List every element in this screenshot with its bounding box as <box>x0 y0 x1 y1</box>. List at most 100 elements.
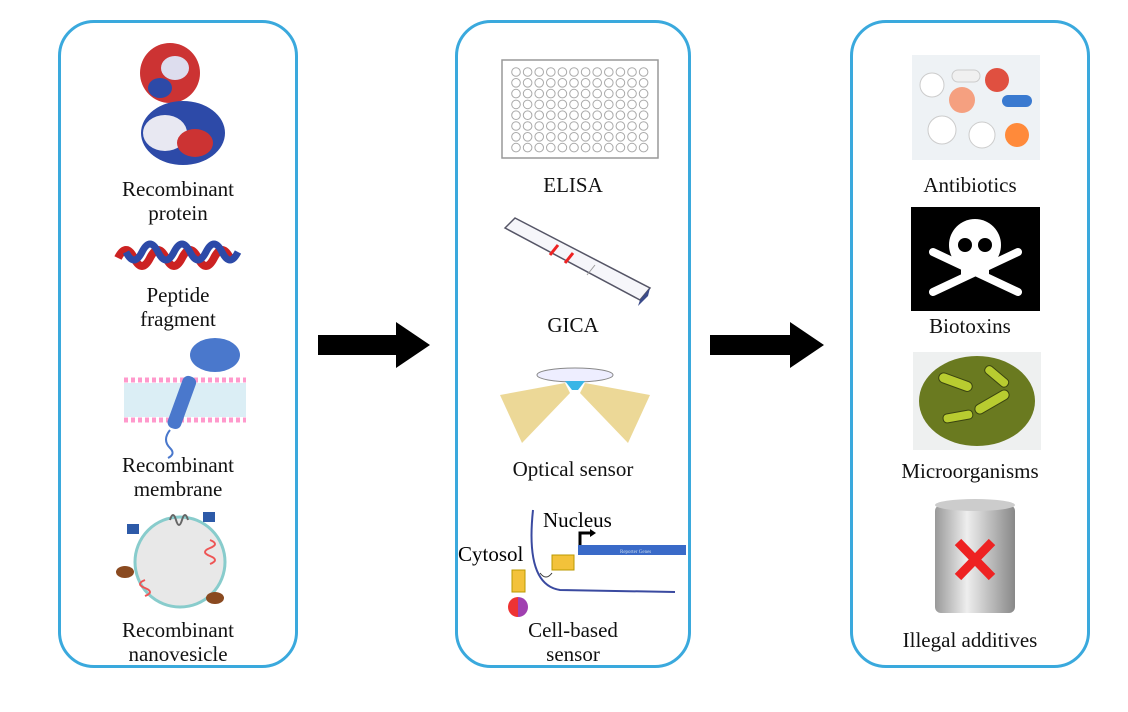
well <box>615 142 626 153</box>
well <box>627 88 637 99</box>
well <box>546 67 556 77</box>
skull-crossbones-icon <box>911 207 1040 311</box>
nucleus-label: Nucleus <box>543 508 612 532</box>
label-line: Peptide <box>146 283 210 307</box>
label-optical-sensor: Optical sensor <box>512 457 634 481</box>
label-line: sensor <box>546 642 600 666</box>
peptide-helix-icon <box>114 240 242 270</box>
well <box>615 121 626 131</box>
well <box>511 78 521 88</box>
well <box>627 142 637 153</box>
well <box>615 67 626 77</box>
receptor-panel <box>58 20 298 668</box>
well <box>522 142 533 153</box>
well <box>615 132 626 142</box>
arrow-right-icon <box>710 322 824 368</box>
well <box>569 121 579 131</box>
well <box>627 132 637 142</box>
label-line: Recombinant <box>122 453 234 477</box>
well <box>557 142 568 153</box>
well <box>627 78 637 88</box>
well <box>615 110 626 121</box>
well <box>638 67 649 77</box>
well <box>638 132 649 142</box>
well <box>511 142 521 153</box>
well <box>546 78 556 88</box>
well <box>522 88 533 99</box>
well <box>604 121 614 131</box>
label-antibiotics: Antibiotics <box>923 173 1017 197</box>
well <box>627 110 637 121</box>
arrow-right-icon <box>318 322 430 368</box>
well <box>592 121 602 131</box>
well <box>569 142 579 153</box>
well <box>534 132 545 142</box>
well <box>627 99 637 110</box>
label-illegal-additives: Illegal additives <box>902 628 1038 652</box>
well <box>534 142 545 153</box>
well <box>534 88 545 99</box>
label-line: Recombinant <box>122 177 234 201</box>
well <box>511 99 521 110</box>
label-line: nanovesicle <box>128 642 228 666</box>
label-elisa: ELISA <box>543 173 603 197</box>
reporter-genes-text: Reporter Genes <box>620 550 651 555</box>
well <box>522 132 533 142</box>
well <box>557 78 568 88</box>
well <box>511 88 521 99</box>
well <box>534 78 545 88</box>
well <box>557 67 568 77</box>
well <box>580 142 591 153</box>
well <box>592 99 602 110</box>
well <box>569 88 579 99</box>
can-with-x-icon <box>935 499 1015 613</box>
cytosol-label: Cytosol <box>458 542 524 566</box>
well <box>557 132 568 142</box>
well <box>627 67 637 77</box>
well <box>638 78 649 88</box>
well <box>522 78 533 88</box>
well <box>580 99 591 110</box>
bacteria-icon <box>913 352 1041 450</box>
method-panel <box>455 20 691 668</box>
well <box>522 121 533 131</box>
well <box>592 110 602 121</box>
target-panel <box>850 20 1090 668</box>
well <box>615 88 626 99</box>
label-line: fragment <box>140 307 216 331</box>
well <box>592 132 602 142</box>
well <box>604 110 614 121</box>
well <box>592 88 602 99</box>
label-line: Recombinant <box>122 618 234 642</box>
well <box>604 88 614 99</box>
well <box>546 121 556 131</box>
well <box>534 110 545 121</box>
well <box>534 67 545 77</box>
well <box>569 110 579 121</box>
well <box>546 132 556 142</box>
well <box>604 132 614 142</box>
well <box>522 110 533 121</box>
well <box>569 67 579 77</box>
label-line: Cell-based <box>528 618 618 642</box>
label-gica: GICA <box>547 313 599 337</box>
well <box>557 88 568 99</box>
well <box>638 142 649 153</box>
well <box>580 67 591 77</box>
well <box>569 132 579 142</box>
pills-icon <box>912 55 1040 160</box>
well <box>592 78 602 88</box>
well <box>534 99 545 110</box>
well <box>580 132 591 142</box>
well <box>557 121 568 131</box>
well <box>592 67 602 77</box>
protein-structure-icon <box>140 43 225 165</box>
well <box>511 110 521 121</box>
label-microorganisms: Microorganisms <box>901 459 1039 483</box>
label-line: protein <box>148 201 208 225</box>
